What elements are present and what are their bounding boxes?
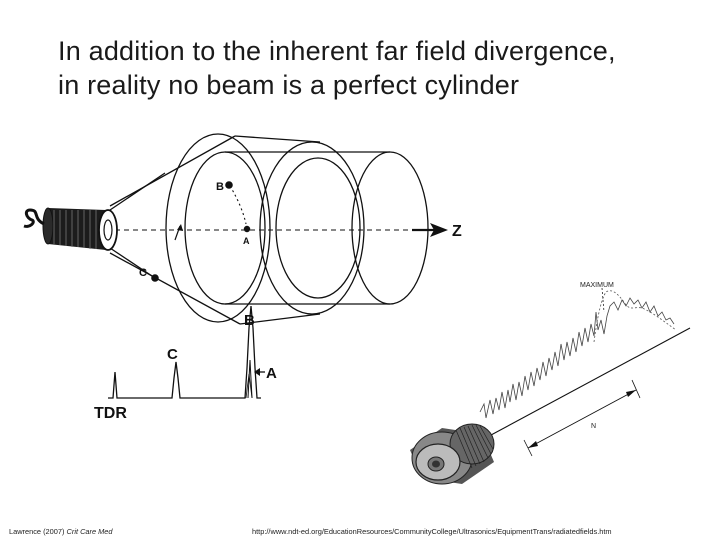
z-arrow-head xyxy=(430,223,448,237)
signal-label-tdr: TDR xyxy=(94,405,127,422)
label-c: C xyxy=(139,267,147,279)
beam-diagram: Z B A C xyxy=(23,133,462,422)
radiated-field-diagram: MAXIMUM N xyxy=(410,282,691,485)
title-line-1: In addition to the inherent far field di… xyxy=(58,36,616,66)
ring-1-outer xyxy=(165,133,271,323)
signal-label-c: C xyxy=(167,346,178,363)
transducer-body xyxy=(23,207,118,251)
label-z: Z xyxy=(452,223,462,240)
n-tick-left xyxy=(523,439,533,457)
n-dimension-line xyxy=(527,389,637,449)
signal-label-b: B xyxy=(244,312,255,329)
point-a xyxy=(243,225,251,233)
cone-lower-line-2 xyxy=(109,247,153,277)
beam-cylinder-end xyxy=(351,151,429,305)
tdr-signal xyxy=(108,305,261,399)
b-to-a-path xyxy=(229,185,247,225)
title-line-2: in reality no beam is a perfect cylinder xyxy=(58,70,520,100)
cone-lower-line-1 xyxy=(109,252,241,325)
slide-title: In addition to the inherent far field di… xyxy=(58,34,698,102)
cone-upper-line-1 xyxy=(109,135,236,207)
ring-small-arrowhead xyxy=(177,224,183,231)
field-transducer xyxy=(410,423,495,485)
signal-label-a: A xyxy=(266,365,277,382)
label-n: N xyxy=(591,423,596,430)
citation-authors: Lawrence (2007) xyxy=(9,527,65,536)
label-maximum: MAXIMUM xyxy=(580,282,614,289)
field-envelope xyxy=(593,290,677,343)
point-b xyxy=(225,181,233,189)
field-axis xyxy=(477,327,691,443)
envelope-bottom xyxy=(239,313,321,325)
label-a: A xyxy=(243,236,250,246)
signal-a-arrowhead xyxy=(254,368,260,376)
n-arrow-right xyxy=(626,390,636,397)
n-arrow-left xyxy=(528,441,538,448)
label-b: B xyxy=(216,181,224,193)
maximum-marker xyxy=(601,287,605,313)
envelope-top xyxy=(234,135,321,143)
citation-left: Lawrence (2007) Crit Care Med xyxy=(9,527,113,536)
field-amplitude-trace xyxy=(479,297,675,419)
ring-1-inner xyxy=(184,151,266,305)
n-tick-right xyxy=(631,379,641,399)
citation-journal: Crit Care Med xyxy=(66,527,113,536)
point-c xyxy=(151,274,159,282)
ring-2-inner xyxy=(275,157,361,299)
cone-upper-line-2 xyxy=(109,172,166,211)
citation-right-url: http://www.ndt-ed.org/EducationResources… xyxy=(252,527,612,536)
